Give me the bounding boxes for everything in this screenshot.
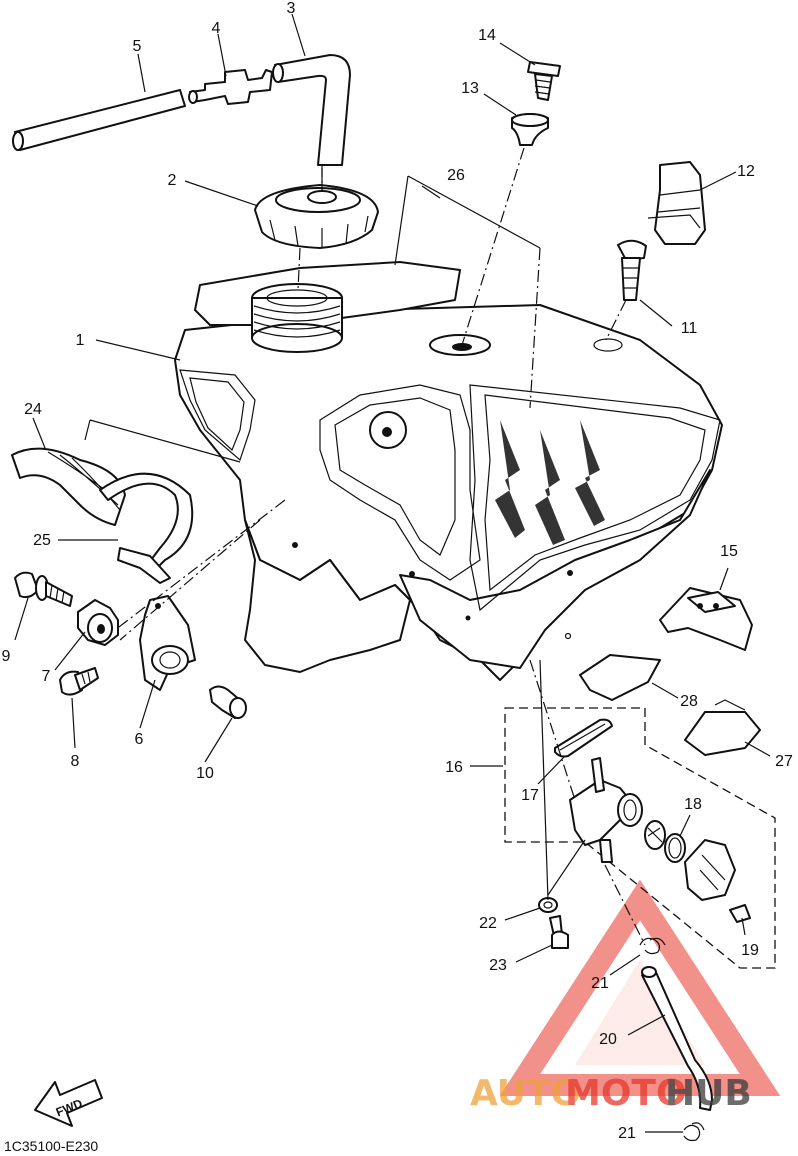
bracket: [139, 595, 196, 691]
band: [11, 447, 126, 526]
breather-hose: [272, 54, 351, 190]
callout-21-lower: 21: [618, 1125, 636, 1142]
forward-direction-arrow: FWD: [34, 1079, 103, 1127]
callout-14: 14: [478, 27, 496, 44]
hose-clip-lower: [683, 1122, 705, 1142]
callout-numbers: 1 2 3 4 5 6 7 8 9 10 11 12 13 14 15 16 1…: [2, 0, 793, 1142]
callout-7: 7: [42, 668, 51, 685]
callout-22: 22: [479, 915, 497, 932]
collar: [511, 113, 549, 146]
screw-lower: [549, 915, 569, 949]
callout-20: 20: [599, 1031, 617, 1048]
watermark-auto: AUTO: [470, 1073, 581, 1114]
hose: [12, 89, 186, 151]
strap: [99, 472, 194, 584]
damper-pad: [579, 654, 661, 701]
bolt-with-washer: [14, 571, 73, 607]
damper-pad-rear: [684, 699, 761, 756]
fuel-hose: [641, 966, 713, 1111]
callout-9: 9: [2, 648, 11, 665]
collar-lower: [209, 685, 247, 719]
damper: [77, 599, 119, 646]
callout-25: 25: [33, 532, 51, 549]
callout-13: 13: [461, 80, 479, 97]
callout-2: 2: [168, 172, 177, 189]
watermark-text: AUTO MOTO HUB: [470, 1073, 752, 1114]
reference-lines: [84, 147, 646, 946]
callout-26: 26: [447, 167, 465, 184]
callout-16: 16: [445, 759, 463, 776]
callout-8: 8: [71, 753, 80, 770]
bolt: [617, 239, 647, 301]
callout-3: 3: [287, 0, 296, 17]
clip: [647, 161, 706, 245]
fuel-tank: [174, 261, 723, 681]
callout-18: 18: [684, 796, 702, 813]
callout-12: 12: [737, 163, 755, 180]
seat-bracket: [659, 587, 753, 651]
drawing-code: 1C35100-E230: [4, 1138, 98, 1154]
watermark-logo: [499, 879, 781, 1096]
callout-5: 5: [133, 38, 142, 55]
callout-17: 17: [521, 787, 539, 804]
callout-21-upper: 21: [591, 975, 609, 992]
check-valve: [188, 69, 273, 105]
callout-10: 10: [196, 765, 214, 782]
washer: [538, 897, 558, 913]
watermark-hub: HUB: [665, 1073, 752, 1114]
callout-28: 28: [680, 693, 698, 710]
callout-24: 24: [24, 401, 42, 418]
fuel-cap: [254, 184, 379, 249]
flange-bolt: [59, 667, 99, 696]
callout-23: 23: [489, 957, 507, 974]
callout-1: 1: [76, 332, 85, 349]
callout-4: 4: [212, 20, 221, 37]
watermark-moto: MOTO: [565, 1073, 687, 1114]
callout-6: 6: [135, 731, 144, 748]
leader-lines: [14, 13, 771, 1133]
fuel-cock-assembly: [504, 707, 776, 969]
screw: [527, 61, 561, 101]
callout-19: 19: [741, 942, 759, 959]
callout-27: 27: [775, 753, 793, 770]
callout-15: 15: [720, 543, 738, 560]
callout-11: 11: [681, 320, 698, 337]
hose-clip: [639, 937, 666, 955]
